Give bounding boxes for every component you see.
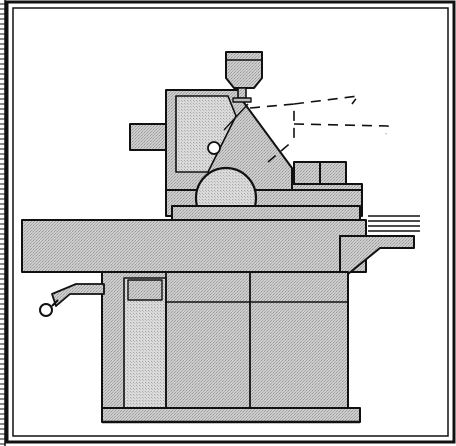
lever-wheel	[39, 303, 53, 317]
ink-fountain	[225, 51, 263, 89]
dashed-paper-path	[249, 95, 389, 163]
panel-knob	[207, 141, 221, 155]
side-lever	[51, 283, 105, 307]
delivery-ramp	[339, 235, 415, 279]
printing-press	[21, 51, 420, 424]
feed-shelf	[129, 123, 171, 151]
left-edge-ruler	[0, 0, 6, 446]
front-table	[21, 219, 367, 273]
base-plinth	[101, 407, 361, 423]
access-panel	[175, 95, 237, 173]
frame-border	[5, 0, 456, 444]
paper-feed-lines	[368, 215, 420, 232]
cabinet-left-column	[123, 277, 167, 419]
ink-feed-nozzle	[237, 87, 247, 99]
